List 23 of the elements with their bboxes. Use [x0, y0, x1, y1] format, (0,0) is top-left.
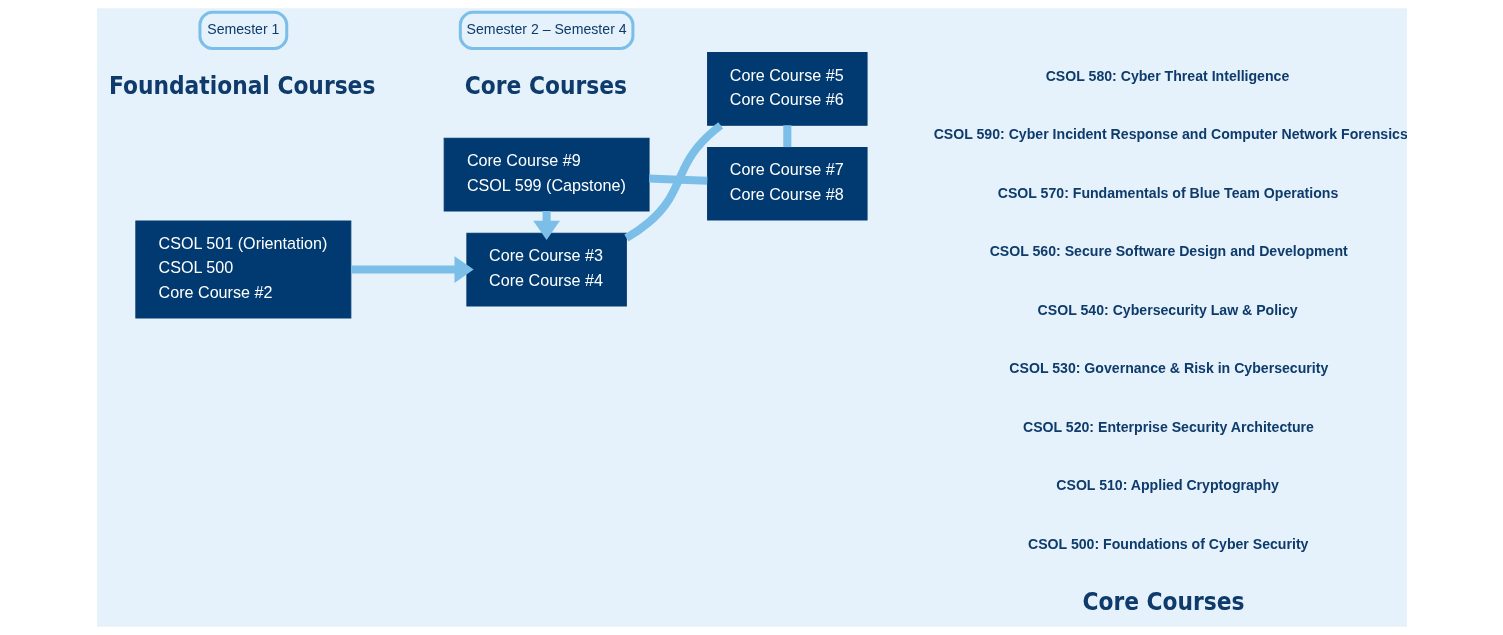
- node-box: Core Course #5 Core Course #6: [706, 52, 868, 126]
- label: Core Courses: [464, 72, 627, 101]
- label: Foundational Courses: [108, 72, 375, 101]
- label: CSOL 530: Governance & Risk in Cybersecurity: [1008, 360, 1328, 377]
- label: CSOL 580: Cyber Threat Intelligence: [1045, 67, 1289, 84]
- node-box: Core Course #3 Core Course #4: [465, 232, 627, 307]
- label: CSOL 570: Fundamentals of Blue Team Operations: [997, 184, 1338, 201]
- connector: [623, 122, 723, 242]
- connector: [782, 125, 791, 148]
- label: CSOL 540: Cybersecurity Law & Policy: [1037, 301, 1298, 318]
- connector: [648, 174, 707, 185]
- label: Semester 1: [206, 21, 279, 38]
- node-box: CSOL 501 (Orientation) CSOL 500 Core Course #2: [134, 220, 351, 319]
- node-box: Core Course #9 CSOL 599 (Capstone): [443, 137, 650, 212]
- label: CSOL 590: Cyber Incident Response and Computer Network Forensics: [933, 126, 1408, 143]
- label: Core Courses: [1082, 587, 1245, 616]
- label: CSOL 520: Enterprise Security Architecture: [1022, 418, 1314, 435]
- arrow: [350, 256, 474, 283]
- label: CSOL 500: Foundations of Cyber Security: [1027, 535, 1308, 552]
- label: CSOL 560: Secure Software Design and Development: [989, 243, 1348, 260]
- label: Semester 2 – Semester 4: [466, 21, 627, 38]
- node-box: Core Course #7 Core Course #8: [706, 146, 868, 221]
- label: CSOL 510: Applied Cryptography: [1055, 477, 1279, 494]
